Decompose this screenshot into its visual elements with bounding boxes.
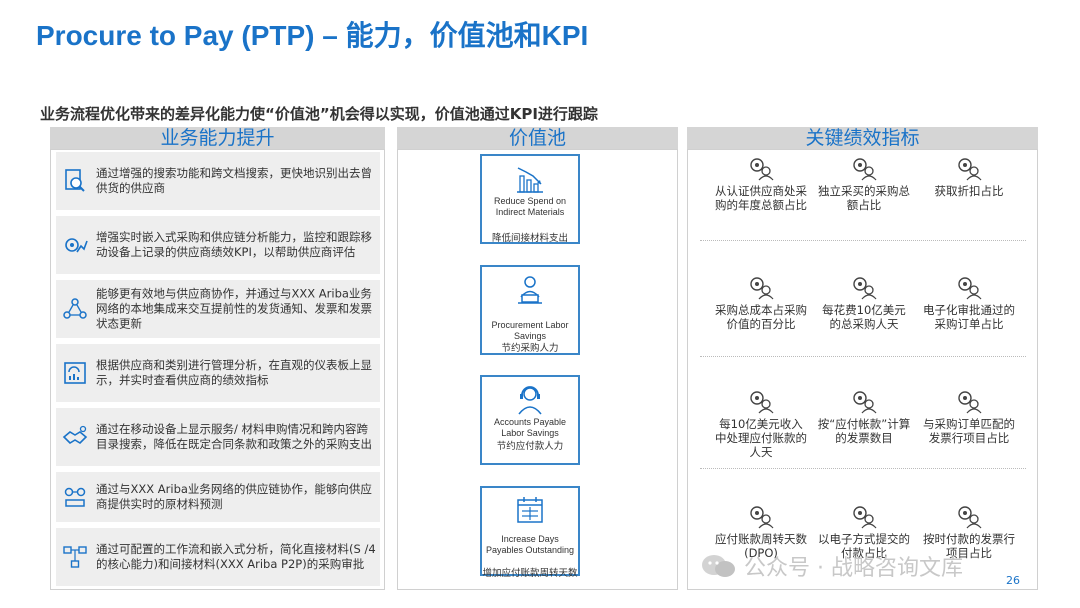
- chart-down-icon: [517, 167, 543, 193]
- kpi-row-divider: [700, 240, 1026, 241]
- value-pool-cn-label: 节约应付款人力: [496, 441, 564, 452]
- capability-item: 通过增强的搜索功能和跨文档搜索，更快地识别出去曾供货的供应商: [56, 152, 380, 210]
- kpi-panel: [687, 149, 1038, 590]
- capability-text: 增强实时嵌入式采购和供应链分析能力，监控和跟踪移动设备上记录的供应商绩效KPI，…: [96, 230, 372, 259]
- kpi-label: 与采购订单匹配的发票行项目占比: [923, 417, 1015, 445]
- kpi-item: 每10亿美元收入中处理应付账款的人天: [714, 390, 808, 459]
- kpi-item: 每花费10亿美元的总采购人天: [817, 276, 911, 331]
- kpi-item: 获取折扣占比: [922, 157, 1016, 198]
- page-subtitle: 业务流程优化带来的差异化能力使“价值池”机会得以实现，价值池通过KPI进行跟踪: [40, 105, 598, 123]
- gear-person-icon: [958, 158, 982, 181]
- kpi-item: 按时付款的发票行项目占比: [922, 505, 1016, 560]
- kpi-label: 从认证供应商处采购的年度总额占比: [715, 184, 807, 212]
- kpi-label: 按“应付帐款”计算的发票数目: [817, 417, 911, 445]
- kpi-item: 独立采买的采购总额占比: [817, 157, 911, 212]
- capability-text: 通过在移动设备上显示服务/ 材料申购情况和跨内容跨目录搜索，降低在既定合同条款和…: [96, 422, 372, 451]
- value-pool-en-label: Increase Days Payables Outstanding: [485, 534, 575, 555]
- capability-item: 通过与XXX Ariba业务网络的供应链协作，能够向供应商提供实时的原材料预测: [56, 472, 380, 522]
- value-pool-box: Reduce Spend on Indirect Materials 降低间接材…: [480, 154, 580, 244]
- gear-person-icon: [853, 277, 877, 300]
- gear-person-icon: [750, 391, 774, 414]
- network-people-icon: [63, 298, 87, 319]
- kpi-label: 采购总成本占采购价值的百分比: [715, 303, 807, 331]
- kpi-label: 以电子方式提交的付款占比: [818, 532, 910, 560]
- capability-item: 通过在移动设备上显示服务/ 材料申购情况和跨内容跨目录搜索，降低在既定合同条款和…: [56, 408, 380, 466]
- capability-text: 能够更有效地与供应商协作，并通过与XXX Ariba业务网络的本地集成来交互提前…: [96, 286, 372, 331]
- kpi-item: 从认证供应商处采购的年度总额占比: [714, 157, 808, 212]
- kpi-label: 每10亿美元收入中处理应付账款的人天: [715, 417, 807, 459]
- capability-text: 根据供应商和类别进行管理分析，在直观的仪表板上显示，并实时查看供应商的绩效指标: [96, 358, 372, 387]
- kpi-item: 电子化审批通过的采购订单占比: [922, 276, 1016, 331]
- gear-person-icon: [958, 277, 982, 300]
- gear-person-icon: [853, 391, 877, 414]
- capability-item: 增强实时嵌入式采购和供应链分析能力，监控和跟踪移动设备上记录的供应商绩效KPI，…: [56, 216, 380, 274]
- capabilities-header: 业务能力提升: [50, 127, 385, 149]
- gear-person-icon: [853, 506, 877, 529]
- kpi-row-divider: [700, 468, 1026, 469]
- headset-person-icon: [518, 386, 542, 415]
- analytics-gear-icon: [65, 238, 88, 253]
- gear-person-icon: [853, 158, 877, 181]
- value-pool-box: Accounts Payable Labor Savings 节约应付款人力: [480, 375, 580, 465]
- value-pool-en-label: Reduce Spend on Indirect Materials: [493, 196, 567, 217]
- watermark-text: 公众号 · 战略咨询文库: [744, 556, 963, 581]
- gear-person-icon: [958, 391, 982, 414]
- wechat-icon: [702, 555, 735, 577]
- gear-person-icon: [750, 277, 774, 300]
- capability-text: 通过增强的搜索功能和跨文档搜索，更快地识别出去曾供货的供应商: [96, 166, 372, 195]
- kpi-label: 按时付款的发票行项目占比: [923, 532, 1015, 560]
- kpi-label: 应付账款周转天数(DPO): [715, 532, 807, 560]
- value-pool-cn-label: 增加应付账款周转天数: [482, 568, 578, 579]
- value-pool-cn-label: 节约采购人力: [501, 343, 559, 354]
- person-laptop-icon: [518, 276, 542, 304]
- handshake-icon: [62, 425, 88, 445]
- value-pool-en-label: Accounts Payable Labor Savings: [493, 417, 567, 438]
- capability-text: 通过可配置的工作流和嵌入式分析，简化直接材料(S /4的核心能力)和间接材料(X…: [96, 542, 376, 571]
- gear-person-icon: [750, 506, 774, 529]
- capability-item: 能够更有效地与供应商协作，并通过与XXX Ariba业务网络的本地集成来交互提前…: [56, 280, 380, 338]
- kpi-header: 关键绩效指标: [687, 127, 1038, 149]
- document-search-icon: [65, 169, 85, 192]
- page-title: Procure to Pay (PTP) – 能力，价值池和KPI: [36, 20, 589, 51]
- capability-item: 通过可配置的工作流和嵌入式分析，简化直接材料(S /4的核心能力)和间接材料(X…: [56, 528, 380, 586]
- gear-person-icon: [750, 158, 774, 181]
- capability-item: 根据供应商和类别进行管理分析，在直观的仪表板上显示，并实时查看供应商的绩效指标: [56, 344, 380, 402]
- workflow-icon: [63, 546, 87, 568]
- value-pool-header: 价值池: [397, 127, 678, 149]
- kpi-label: 每花费10亿美元的总采购人天: [822, 303, 906, 331]
- kpi-row-divider: [700, 356, 1026, 357]
- kpi-item: 与采购订单匹配的发票行项目占比: [922, 390, 1016, 445]
- kpi-label: 获取折扣占比: [934, 184, 1004, 198]
- page-number: 26: [1006, 574, 1020, 587]
- dashboard-icon: [64, 362, 86, 384]
- value-pool-box: Procurement Labor Savings 节约采购人力: [480, 265, 580, 355]
- value-pool-en-label: Procurement Labor Savings: [491, 320, 569, 341]
- gear-person-icon: [958, 506, 982, 529]
- kpi-item: 以电子方式提交的付款占比: [817, 505, 911, 560]
- kpi-item: 按“应付帐款”计算的发票数目: [817, 390, 911, 445]
- kpi-label: 独立采买的采购总额占比: [818, 184, 910, 212]
- capability-text: 通过与XXX Ariba业务网络的供应链协作，能够向供应商提供实时的原材料预测: [96, 482, 372, 511]
- value-pool-box: Increase Days Payables Outstanding 增加应付账…: [480, 486, 580, 579]
- kpi-label: 电子化审批通过的采购订单占比: [923, 303, 1015, 331]
- value-pool-cn-label: 降低间接材料支出: [491, 233, 568, 244]
- calendar-invoice-icon: [517, 497, 543, 523]
- kpi-item: 采购总成本占采购价值的百分比: [714, 276, 808, 331]
- supply-chain-icon: [64, 487, 86, 507]
- kpi-item: 应付账款周转天数(DPO): [714, 505, 808, 560]
